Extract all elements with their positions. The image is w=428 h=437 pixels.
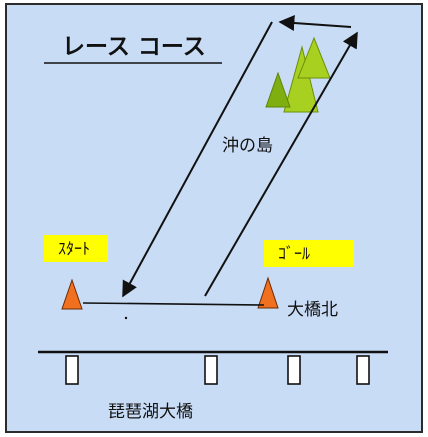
north-label: 大橋北 [287,300,338,320]
bridge-pillars [65,355,370,385]
course-title: レース コース [62,34,206,60]
course-line-return [122,21,273,298]
course-marker-dot [124,316,128,320]
island-label: 沖の島 [222,136,273,156]
goal-label: ｺﾞｰﾙ [278,244,310,263]
goal-label-box [264,240,354,267]
goal-buoy-icon [257,276,279,309]
course-line-outbound [204,31,358,297]
bridge-label: 琵琶湖大橋 [108,402,193,422]
start-buoy-icon [61,278,83,310]
start-label-box [44,235,108,262]
start-label: ｽﾀｰﾄ [58,239,90,258]
island-trees [265,36,331,113]
turn-arrow [278,15,352,31]
start-goal-line [82,302,265,306]
